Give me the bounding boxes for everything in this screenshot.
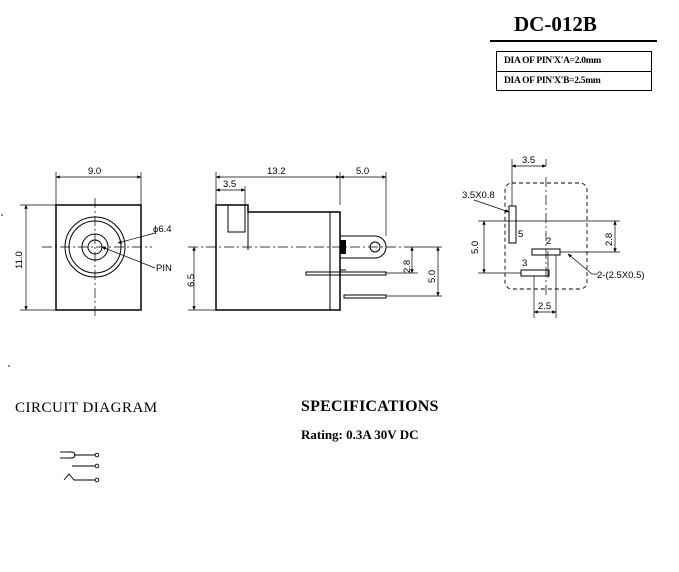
side-view: 13.2 5.0 3.5 2.8 5.0 6.5 — [186, 166, 442, 311]
pin-number-2: 2 — [546, 236, 551, 247]
pin-callout: PIN — [156, 263, 172, 274]
front-view: 9.0 11.0 ϕ6.4 PIN — [14, 166, 172, 318]
pad-3 — [520, 269, 550, 277]
pad-size-callout: 2-(2.5X0.5) — [597, 270, 645, 281]
footprint-bottom-dim: 2.5 — [538, 301, 551, 312]
lower-height-dim: 6.5 — [186, 274, 197, 287]
rating-text: Rating: 0.3A 30V DC — [301, 427, 419, 442]
footprint-left-dim: 5.0 — [470, 241, 481, 254]
jack-circuit-symbol — [60, 451, 100, 483]
side-length-dim: 13.2 — [267, 166, 286, 177]
lower-pin-1 — [305, 271, 387, 276]
title-underline — [490, 40, 657, 42]
pin-number-5: 5 — [518, 229, 523, 240]
pin-a-diameter-row: DIA OF PIN'X'A=2.0mm — [504, 56, 601, 66]
pin-offset-dim: 2.8 — [402, 260, 413, 273]
lower-pin-2 — [343, 294, 387, 299]
front-body-outline — [55, 204, 142, 311]
front-step — [227, 204, 246, 233]
front-height-dim: 11.0 — [14, 251, 25, 269]
footprint-view: 3.5X0.8 5 2 3 2-(2.5X0.5) 3.5 5.0 — [462, 155, 645, 318]
footprint-top-dim: 3.5 — [522, 155, 535, 166]
part-number-title: DC-012B — [514, 12, 597, 36]
slot-label: 3.5X0.8 — [462, 190, 495, 201]
tab-dim: 5.0 — [356, 166, 369, 177]
diameter-callout: ϕ6.4 — [153, 224, 172, 235]
pin-height-dim: 5.0 — [427, 270, 438, 283]
circuit-diagram-heading: CIRCUIT DIAGRAM — [15, 400, 158, 416]
pin-number-3: 3 — [522, 258, 527, 269]
rear-tab — [340, 235, 387, 259]
specifications-heading: SPECIFICATIONS — [301, 398, 439, 415]
footprint-right-dim: 2.8 — [604, 233, 615, 246]
pin-b-diameter-row: DIA OF PIN'X'B=2.5mm — [497, 71, 651, 90]
step-dim: 3.5 — [223, 179, 236, 190]
front-width-dim: 9.0 — [88, 166, 101, 177]
slot-pad-5 — [508, 205, 517, 244]
side-body-outline — [215, 204, 341, 311]
pin-diameter-table: DIA OF PIN'X'A=2.0mm DIA OF PIN'X'B=2.5m… — [496, 51, 652, 91]
